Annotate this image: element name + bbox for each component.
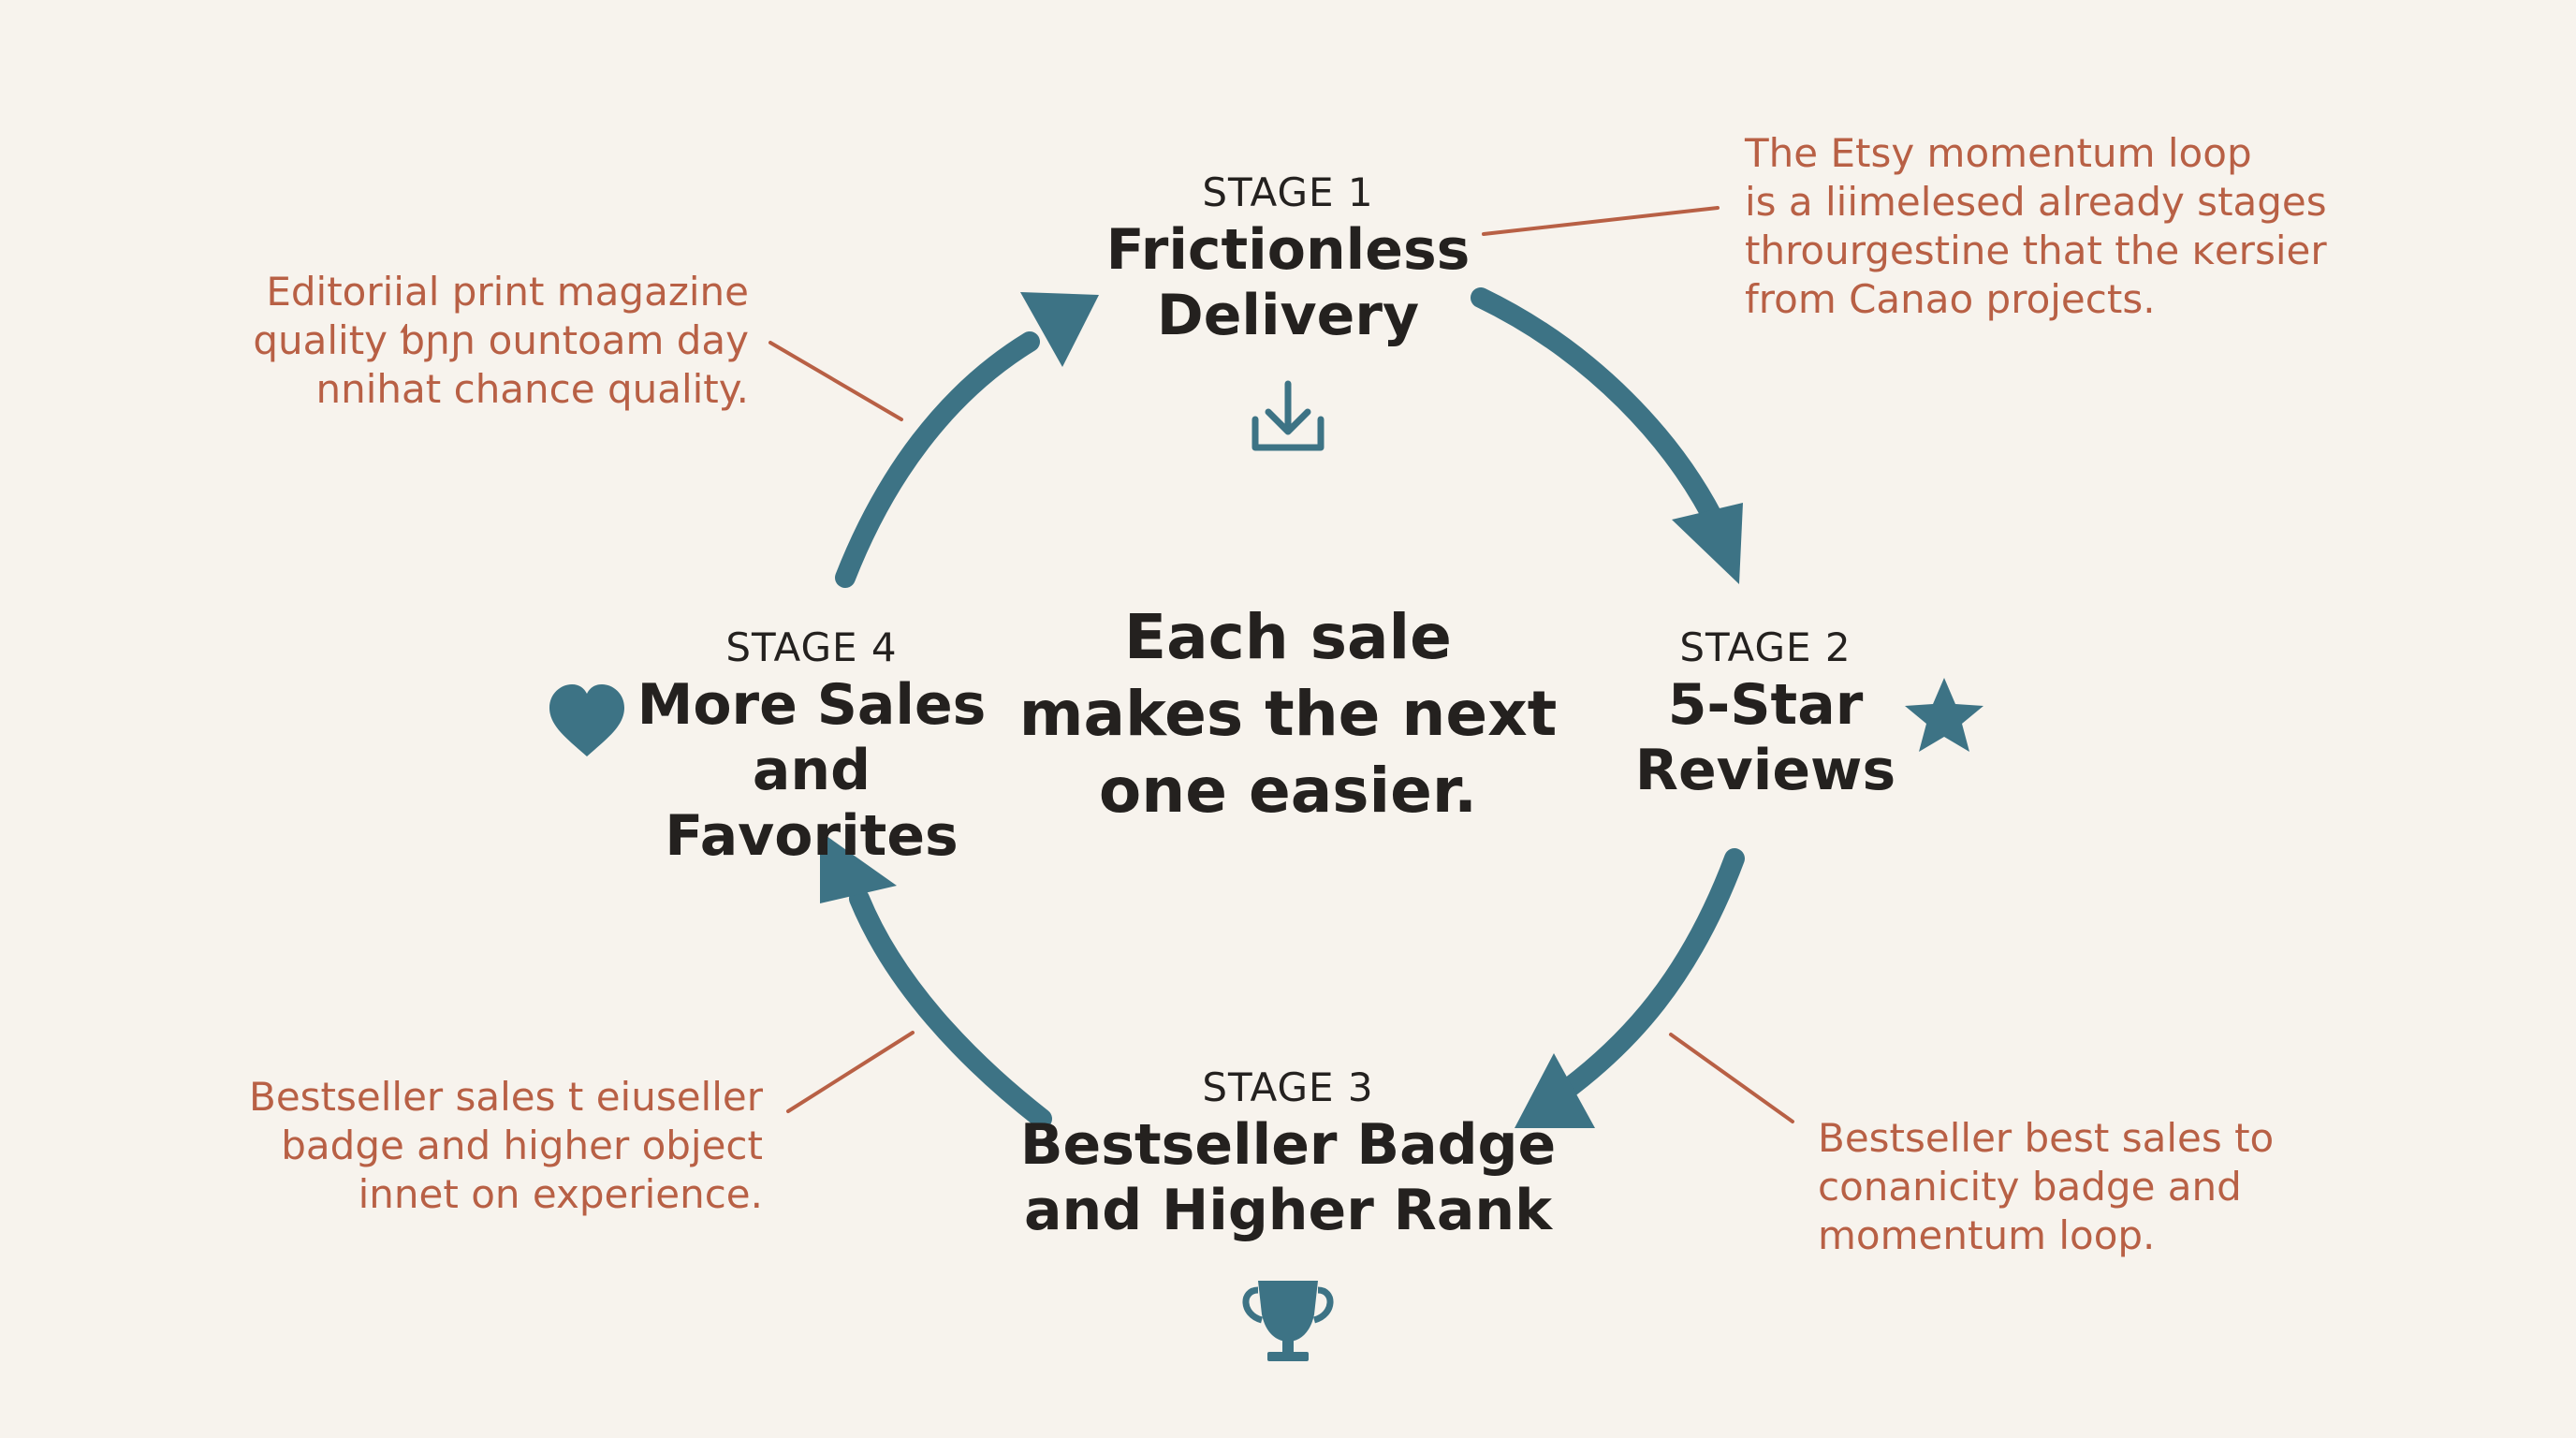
- center-line-2: makes the next: [1018, 678, 1558, 750]
- stage-4-title-line-1: More Sales: [637, 672, 987, 738]
- arrowhead-to-stage2: [1672, 503, 1743, 584]
- annotation-bottom-left-line-2: badge and higher object: [281, 1123, 763, 1168]
- stage-1-block: STAGE 1 Frictionless Delivery: [1054, 169, 1522, 348]
- stage-1-title-line-2: Delivery: [1156, 283, 1420, 348]
- annotation-bottom-right-line-1: Bestseller best sales to: [1818, 1115, 2275, 1161]
- stage-3-title-line-2: and Higher Rank: [1024, 1178, 1552, 1243]
- arrow-stage2-to-stage3: [1551, 848, 1745, 1104]
- arrow-stage1-to-stage2: [1471, 287, 1729, 539]
- annotation-top-left-line-2: quality ƅɲɲ ountoam day: [253, 317, 749, 363]
- star-icon: [1905, 678, 1983, 752]
- annotation-bottom-right-line-2: conanicity badge and: [1818, 1164, 2242, 1210]
- stage-2-label: STAGE 2: [1679, 624, 1852, 670]
- cycle-arrows: [835, 287, 1745, 1129]
- stage-3-label: STAGE 3: [1202, 1064, 1374, 1110]
- annotation-top-right-line-3: throurgestine that the ĸersier: [1745, 227, 2327, 273]
- stage-1-title-line-1: Frictionless: [1105, 217, 1471, 283]
- stage-4-title-line-2: and Favorites: [665, 738, 959, 869]
- download-icon: [1251, 380, 1325, 451]
- center-line-1: Each sale: [1124, 601, 1452, 673]
- annotation-bottom-left-line-1: Bestseller sales t eiuseller: [249, 1074, 763, 1120]
- stage-2-title-line-1: 5-Star: [1667, 672, 1864, 738]
- center-message: Each sale makes the next one easier.: [1007, 599, 1569, 829]
- stage-3-title-line-1: Bestseller Badge: [1019, 1112, 1557, 1178]
- connector-bottom-left: [786, 1031, 915, 1113]
- heart-icon: [549, 684, 624, 756]
- arrowhead-to-stage4: [820, 831, 897, 903]
- annotation-bottom-right-line-3: momentum loop.: [1818, 1212, 2156, 1258]
- connector-top-right: [1482, 206, 1720, 236]
- stage-4-block: STAGE 4 More Sales and Favorites: [596, 624, 1027, 869]
- annotation-top-right-line-1: The Etsy momentum loop: [1745, 130, 2252, 176]
- arrowheads: [820, 292, 1743, 1128]
- stage-2-block: STAGE 2 5-Star Reviews: [1616, 624, 1915, 803]
- center-line-3: one easier.: [1098, 755, 1478, 827]
- annotation-top-right-line-2: is a liimelesed already stages: [1745, 179, 2327, 225]
- annotation-top-left-line-3: nnihat chance quality.: [315, 366, 749, 412]
- annotation-bottom-left: Bestseller sales t eiuseller badge and h…: [234, 1073, 763, 1219]
- trophy-icon: [1242, 1281, 1334, 1361]
- stage-2-title-line-2: Reviews: [1634, 738, 1896, 803]
- annotation-top-right: The Etsy momentum loop is a liimelesed a…: [1745, 129, 2344, 324]
- annotation-top-left: Editoriial print magazine quality ƅɲɲ ou…: [234, 268, 749, 414]
- arrowhead-to-stage3: [1515, 1053, 1595, 1128]
- arrow-stage3-to-stage4: [849, 888, 1052, 1129]
- arrowhead-to-stage1: [1020, 292, 1099, 367]
- connector-top-left: [768, 341, 903, 421]
- annotation-bottom-left-line-3: innet on experience.: [358, 1171, 763, 1217]
- stage-3-block: STAGE 3 Bestseller Badge and Higher Rank: [1017, 1064, 1559, 1243]
- annotation-bottom-right: Bestseller best sales to conanicity badg…: [1818, 1114, 2342, 1260]
- stage-1-label: STAGE 1: [1202, 169, 1374, 215]
- annotation-top-right-line-4: from Canao projects.: [1745, 276, 2156, 322]
- connector-bottom-right: [1669, 1033, 1794, 1123]
- arrow-stage4-to-stage1: [835, 331, 1040, 588]
- annotation-connectors: [768, 206, 1794, 1123]
- annotation-top-left-line-1: Editoriial print magazine: [266, 269, 749, 315]
- stage-4-label: STAGE 4: [725, 624, 898, 670]
